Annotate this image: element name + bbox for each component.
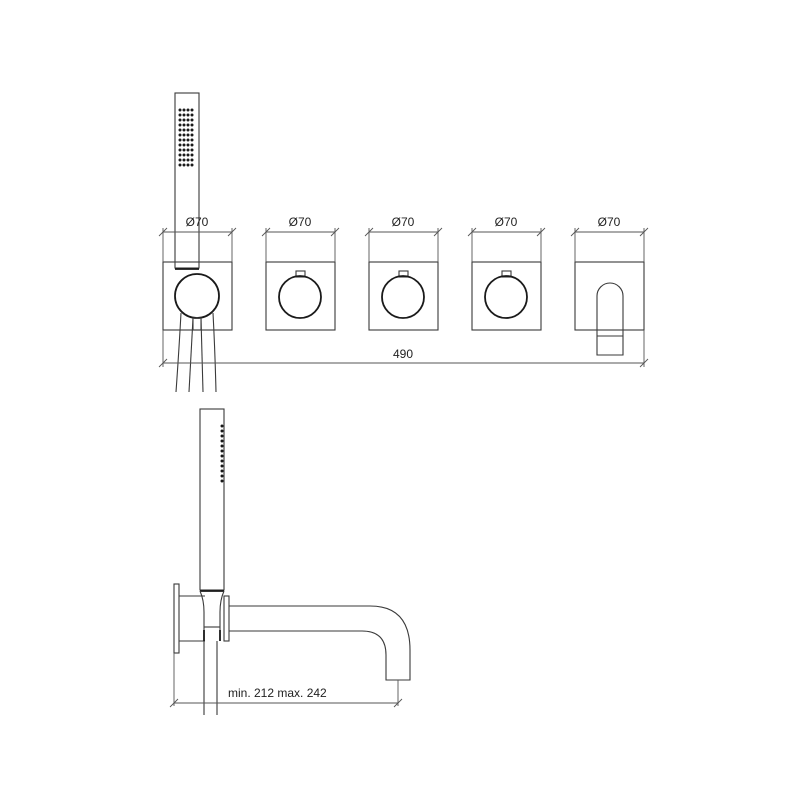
shower-nozzle-grid-icon bbox=[178, 108, 194, 167]
module-spout bbox=[574, 261, 645, 356]
module-thermostat-3 bbox=[471, 261, 542, 331]
wall-plate bbox=[173, 583, 180, 654]
hand-shower-side bbox=[199, 408, 225, 592]
diameter-dimensions: Ø70 Ø70 Ø70 Ø70 bbox=[158, 215, 649, 262]
module-thermostat-2 bbox=[368, 261, 439, 331]
shower-nozzle-row-icon bbox=[220, 424, 224, 483]
dimension-label-module-2: Ø70 bbox=[289, 215, 312, 229]
side-view: min. 212 max. 242 bbox=[169, 408, 411, 715]
projection-label: min. 212 max. 242 bbox=[228, 686, 327, 700]
hand-shower-front bbox=[174, 92, 200, 270]
spout-side bbox=[229, 605, 411, 681]
dimension-label-module-1: Ø70 bbox=[186, 215, 209, 229]
module-thermostat-1 bbox=[265, 261, 336, 331]
overall-width-dimension: 490 bbox=[158, 330, 649, 368]
dimension-label-module-4: Ø70 bbox=[495, 215, 518, 229]
dimension-label-module-3: Ø70 bbox=[392, 215, 415, 229]
module-handshower-holder bbox=[162, 261, 233, 393]
front-view: Ø70 Ø70 Ø70 Ø70 bbox=[158, 92, 649, 393]
overall-width-label: 490 bbox=[393, 347, 413, 361]
dimension-label-module-5: Ø70 bbox=[598, 215, 621, 229]
projection-dimension: min. 212 max. 242 bbox=[169, 653, 403, 708]
mixer-body bbox=[179, 590, 230, 642]
